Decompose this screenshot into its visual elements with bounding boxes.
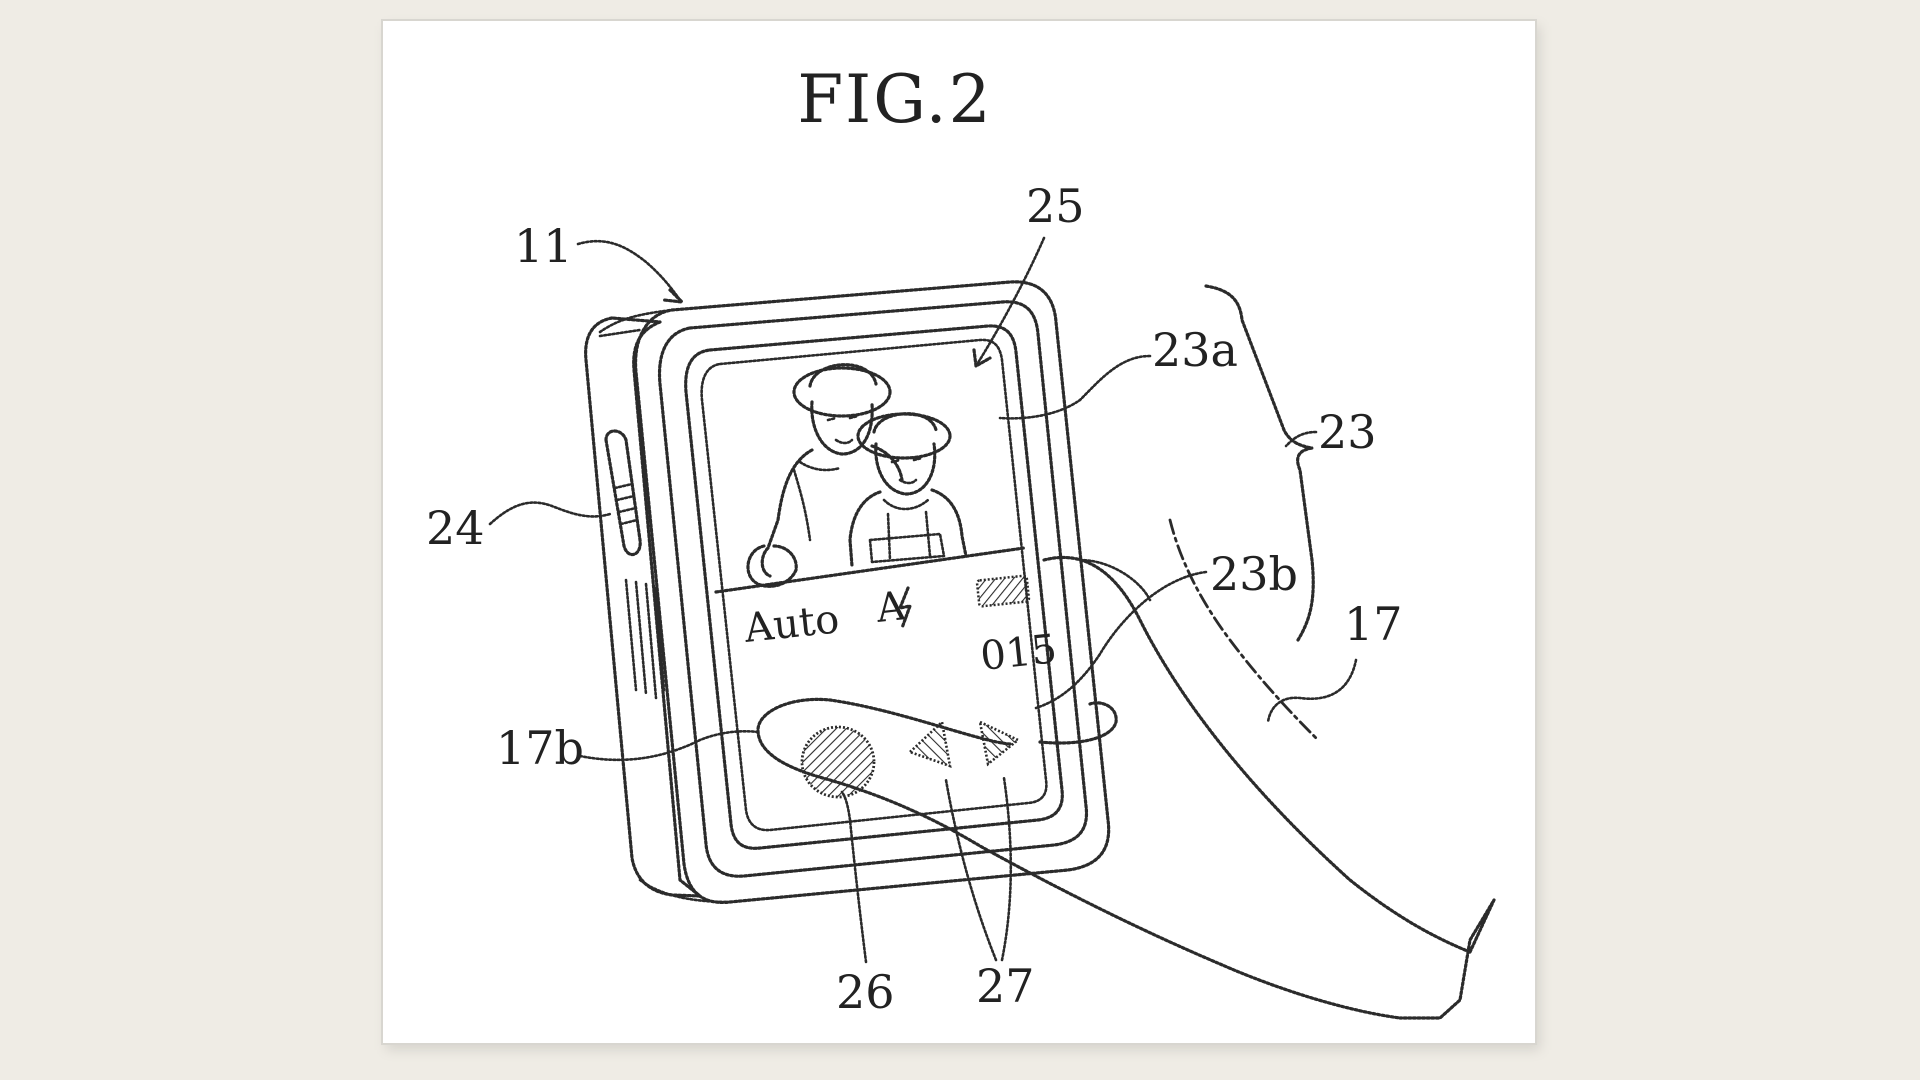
label-17: 17 (1344, 597, 1403, 651)
label-23b: 23b (1210, 547, 1298, 601)
label-23a: 23a (1152, 323, 1238, 377)
label-25: 25 (1026, 179, 1085, 233)
label-11: 11 (514, 219, 573, 273)
battery-icon (977, 575, 1029, 606)
label-26: 26 (836, 965, 895, 1019)
figure-title: FIG.2 (797, 61, 992, 138)
shutter-button[interactable] (802, 727, 874, 797)
label-17b: 17b (496, 721, 584, 775)
shot-counter: 015 (978, 626, 1059, 680)
label-23: 23 (1318, 405, 1377, 459)
label-24: 24 (426, 501, 485, 555)
label-27: 27 (976, 959, 1035, 1013)
